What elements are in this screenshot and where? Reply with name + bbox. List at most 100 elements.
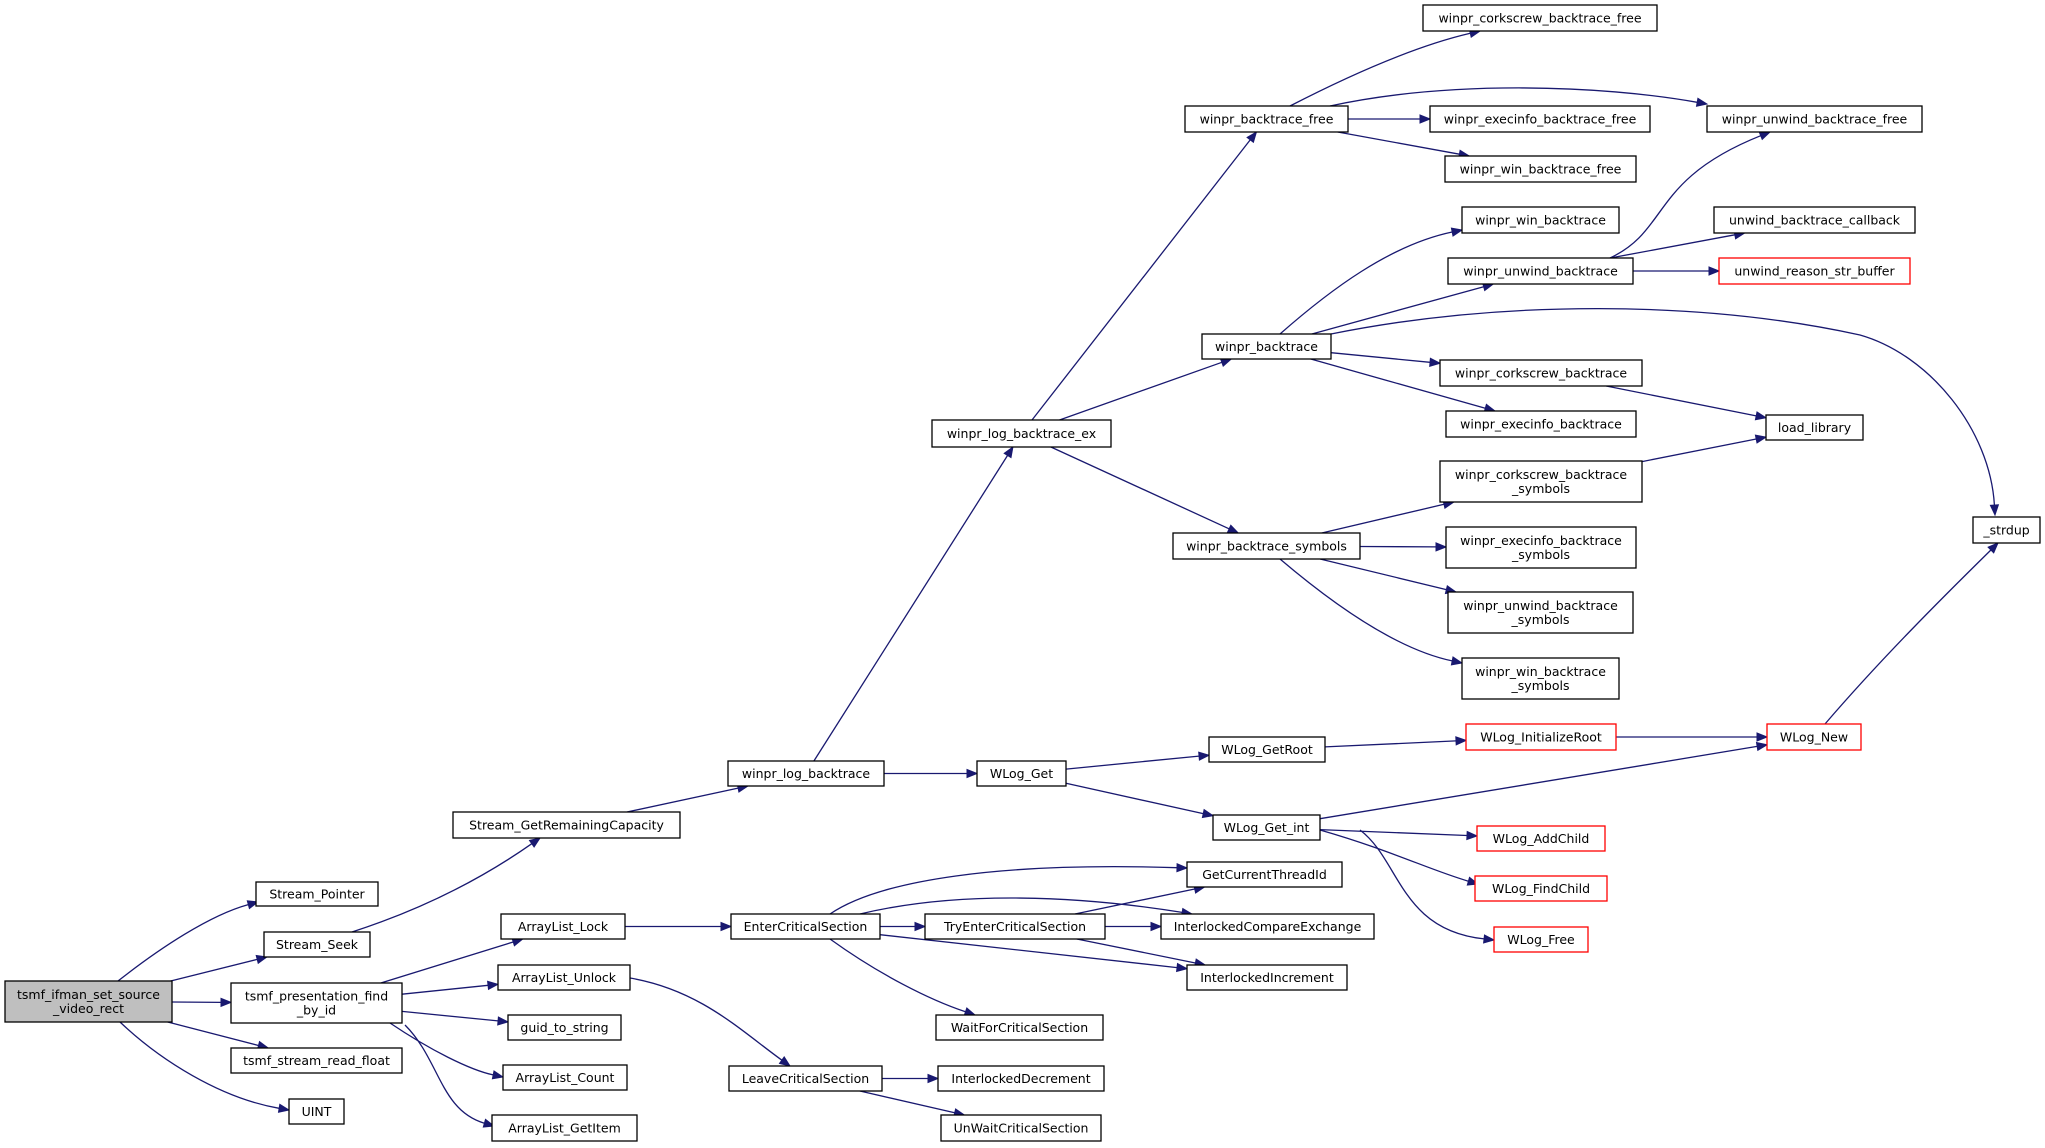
edge-arrowhead bbox=[1419, 114, 1432, 124]
edge-root-to-stream_pointer bbox=[117, 900, 260, 982]
edge-line bbox=[170, 958, 258, 982]
function-node-execinfo-backtrace-free[interactable]: winpr_execinfo_backtrace_free bbox=[1429, 105, 1651, 133]
function-node-unwind-backtrace-symbols[interactable]: winpr_unwind_backtrace_symbols bbox=[1447, 591, 1634, 634]
function-node-winpr-backtrace-symbols[interactable]: winpr_backtrace_symbols bbox=[1172, 532, 1361, 560]
edge-arrowhead bbox=[778, 1056, 792, 1067]
edge-arrowhead bbox=[1003, 445, 1014, 459]
function-node-wlog-findchild[interactable]: WLog_FindChild bbox=[1474, 875, 1608, 902]
function-node-get-current-thread-id[interactable]: GetCurrentThreadId bbox=[1186, 861, 1343, 888]
function-node-win-backtrace-symbols[interactable]: winpr_win_backtrace_symbols bbox=[1461, 657, 1620, 700]
function-node-winpr-backtrace-free[interactable]: winpr_backtrace_free bbox=[1184, 105, 1349, 133]
node-box bbox=[230, 982, 403, 1024]
function-node-unwind-backtrace-free[interactable]: winpr_unwind_backtrace_free bbox=[1706, 105, 1923, 133]
edge-winpr_backtrace_free-to-unwind_backtrace_free bbox=[1329, 87, 1709, 107]
node-label: WLog_Get_int bbox=[1224, 820, 1310, 835]
function-node-stream-seek[interactable]: Stream_Seek bbox=[263, 931, 371, 958]
edge-line bbox=[813, 455, 1009, 762]
function-node-corkscrew-backtrace[interactable]: winpr_corkscrew_backtrace bbox=[1439, 359, 1643, 387]
function-node-arraylist-count[interactable]: ArrayList_Count bbox=[502, 1064, 628, 1091]
function-node-uint[interactable]: UINT bbox=[288, 1098, 345, 1125]
edge-arrowhead bbox=[497, 1016, 510, 1026]
edge-arrowhead bbox=[528, 837, 542, 848]
node-box bbox=[288, 1098, 345, 1125]
function-node-presentation-find[interactable]: tsmf_presentation_find_by_id bbox=[230, 982, 403, 1024]
node-box bbox=[1439, 460, 1643, 503]
node-label: tsmf_ifman_set_source bbox=[17, 987, 160, 1002]
function-node-unwind-reason-str-buffer[interactable]: unwind_reason_str_buffer bbox=[1718, 257, 1911, 285]
function-node-wlog-initializeroot[interactable]: WLog_InitializeRoot bbox=[1465, 723, 1617, 751]
edge-arraylist_unlock-to-leave_cs bbox=[629, 977, 792, 1067]
function-node-enter-cs[interactable]: EnterCriticalSection bbox=[730, 913, 881, 940]
function-nodes: tsmf_ifman_set_source_video_rect Stream_P… bbox=[4, 4, 2041, 1142]
node-box bbox=[1429, 105, 1651, 133]
edge-root-to-presentation_find bbox=[171, 997, 233, 1008]
function-node-winpr-log-backtrace[interactable]: winpr_log_backtrace bbox=[727, 760, 885, 787]
edge-line bbox=[1359, 829, 1485, 940]
function-node-corkscrew-backtrace-symbols[interactable]: winpr_corkscrew_backtrace_symbols bbox=[1439, 460, 1643, 503]
function-node-interlocked-decrement[interactable]: InterlockedDecrement bbox=[937, 1065, 1105, 1092]
edge-line bbox=[1279, 558, 1453, 662]
node-label: Stream_Pointer bbox=[269, 887, 365, 902]
function-node-execinfo-backtrace[interactable]: winpr_execinfo_backtrace bbox=[1445, 410, 1637, 438]
function-node-arraylist-lock[interactable]: ArrayList_Lock bbox=[500, 913, 626, 940]
node-box bbox=[1186, 861, 1343, 888]
node-label: ArrayList_GetItem bbox=[508, 1121, 621, 1136]
function-node-try-enter-cs[interactable]: TryEnterCriticalSection bbox=[924, 913, 1106, 940]
edge-wlog_get_int-to-wlog_findchild bbox=[1319, 829, 1480, 886]
function-node-arraylist-unlock[interactable]: ArrayList_Unlock bbox=[497, 964, 631, 991]
function-node-wait-cs[interactable]: WaitForCriticalSection bbox=[935, 1014, 1104, 1041]
edge-arrowhead bbox=[1435, 542, 1448, 552]
node-box bbox=[935, 1014, 1104, 1041]
function-node-stream-read-float[interactable]: tsmf_stream_read_float bbox=[230, 1047, 403, 1074]
edge-line bbox=[629, 977, 783, 1061]
function-node-unwind-backtrace-callback[interactable]: unwind_backtrace_callback bbox=[1713, 206, 1916, 234]
node-box bbox=[1201, 333, 1332, 360]
node-label: _symbols bbox=[1511, 612, 1570, 627]
node-label: ArrayList_Unlock bbox=[512, 970, 617, 985]
edge-line bbox=[117, 903, 249, 982]
function-node-interlocked-compare-exchange[interactable]: InterlockedCompareExchange bbox=[1160, 913, 1375, 940]
function-node-execinfo-backtrace-symbols[interactable]: winpr_execinfo_backtrace_symbols bbox=[1445, 526, 1637, 569]
function-node-unwait-cs[interactable]: UnWaitCriticalSection bbox=[940, 1114, 1102, 1142]
node-box bbox=[1474, 875, 1608, 902]
edge-line bbox=[1076, 938, 1196, 964]
function-node-winpr-backtrace[interactable]: winpr_backtrace bbox=[1201, 333, 1332, 360]
node-label: EnterCriticalSection bbox=[744, 919, 868, 934]
node-box bbox=[976, 760, 1067, 787]
edge-line bbox=[1050, 446, 1230, 530]
function-node-corkscrew-backtrace-free[interactable]: winpr_corkscrew_backtrace_free bbox=[1422, 4, 1658, 32]
node-label: unwind_backtrace_callback bbox=[1729, 213, 1901, 228]
function-node-stream-remaining[interactable]: Stream_GetRemainingCapacity bbox=[452, 811, 681, 839]
function-node-stream-pointer[interactable]: Stream_Pointer bbox=[255, 881, 379, 907]
node-box bbox=[1713, 206, 1916, 234]
function-node-root[interactable]: tsmf_ifman_set_source_video_rect bbox=[4, 980, 173, 1023]
function-node-wlog-get-int[interactable]: WLog_Get_int bbox=[1212, 814, 1321, 841]
function-node-winpr-log-backtrace-ex[interactable]: winpr_log_backtrace_ex bbox=[931, 419, 1112, 448]
function-node-wlog-get[interactable]: WLog_Get bbox=[976, 760, 1067, 787]
function-node-wlog-free[interactable]: WLog_Free bbox=[1493, 926, 1589, 953]
function-node-strdup[interactable]: _strdup bbox=[1972, 516, 2041, 544]
edge-line bbox=[1824, 549, 1992, 725]
edge-arrowhead bbox=[1150, 921, 1163, 932]
function-node-guid-to-string[interactable]: guid_to_string bbox=[507, 1014, 622, 1041]
function-node-wlog-getroot[interactable]: WLog_GetRoot bbox=[1208, 736, 1326, 763]
node-label: WaitForCriticalSection bbox=[951, 1020, 1088, 1035]
edge-arraylist_lock-to-enter_cs bbox=[625, 921, 733, 932]
function-node-interlocked-increment[interactable]: InterlockedIncrement bbox=[1186, 964, 1348, 991]
edge-line bbox=[1609, 135, 1761, 259]
function-node-arraylist-getitem[interactable]: ArrayList_GetItem bbox=[491, 1114, 638, 1142]
edge-presentation_find-to-arraylist_lock bbox=[380, 937, 524, 984]
edge-line bbox=[879, 934, 1178, 969]
edge-arrowhead bbox=[1754, 411, 1768, 421]
function-node-load-library[interactable]: load_library bbox=[1765, 414, 1864, 441]
edge-line bbox=[1059, 361, 1223, 421]
edge-line bbox=[1329, 87, 1698, 107]
function-node-win-backtrace[interactable]: winpr_win_backtrace bbox=[1461, 206, 1620, 234]
function-node-wlog-new[interactable]: WLog_New bbox=[1766, 723, 1862, 751]
function-node-unwind-backtrace[interactable]: winpr_unwind_backtrace bbox=[1447, 257, 1634, 285]
node-label: InterlockedDecrement bbox=[951, 1071, 1090, 1086]
function-node-leave-cs[interactable]: LeaveCriticalSection bbox=[728, 1065, 883, 1092]
function-node-win-backtrace-free[interactable]: winpr_win_backtrace_free bbox=[1444, 155, 1637, 183]
function-node-wlog-addchild[interactable]: WLog_AddChild bbox=[1476, 825, 1606, 852]
